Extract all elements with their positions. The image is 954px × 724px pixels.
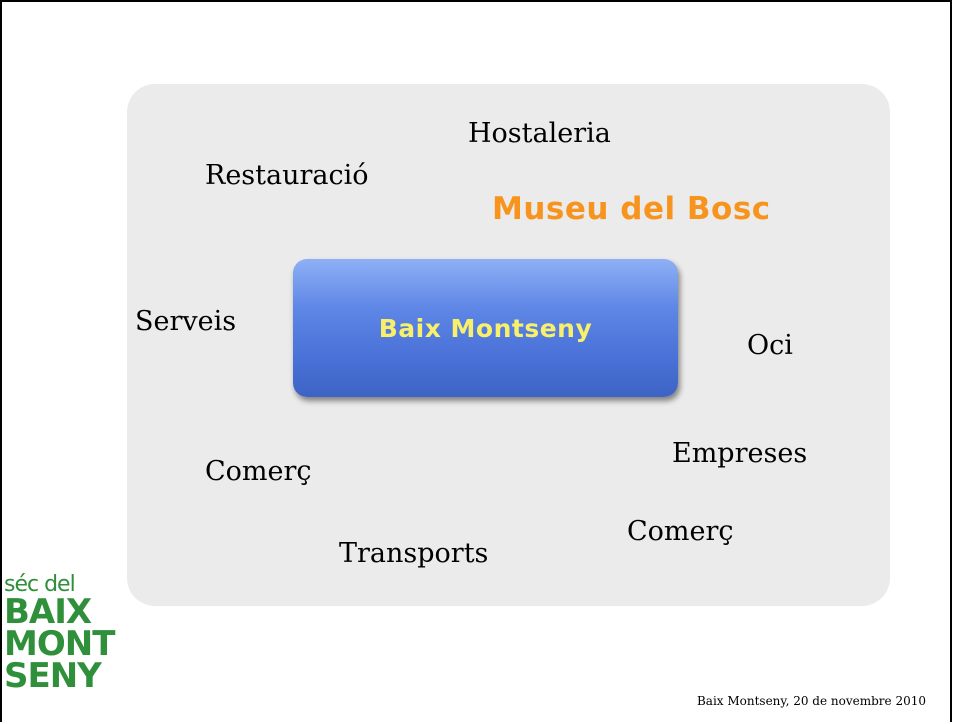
logo-line-4: SENY [4,656,102,696]
logo-line-1: séc del [4,572,76,597]
center-label: Baix Montseny [378,313,593,343]
logo: séc del BAIX MONT SENY [4,572,115,724]
word-hostaleria: Hostaleria [468,118,611,149]
word-restauracio: Restauració [205,160,369,191]
highlight-museu-del-bosc: Museu del Bosc [492,191,771,227]
center-box: Baix Montseny [293,259,678,397]
word-comerc-right: Comerç [627,516,734,547]
word-transports: Transports [339,538,489,569]
word-comerc-left: Comerç [205,456,312,487]
footer-text: Baix Montseny, 20 de novembre 2010 [696,694,926,708]
word-empreses: Empreses [672,438,808,469]
word-serveis: Serveis [135,306,237,337]
logo-line-2: BAIX [4,592,92,632]
word-oci: Oci [747,330,793,361]
